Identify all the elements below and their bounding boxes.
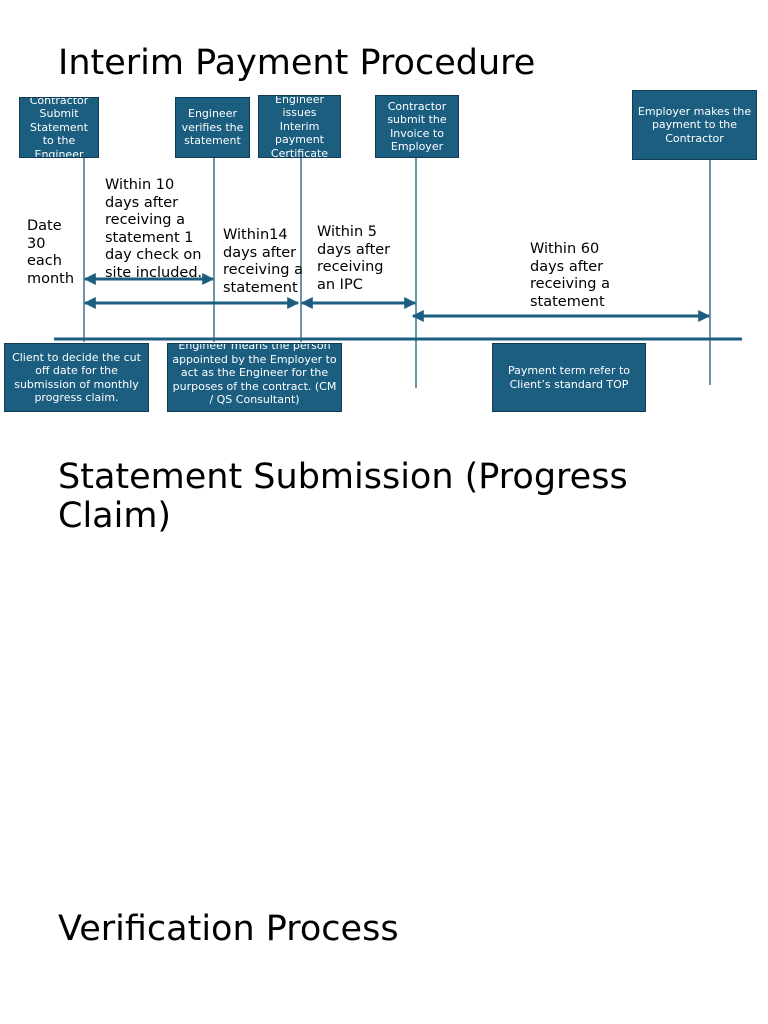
step-box-engineer-verifies: Engineer verifies the statement bbox=[175, 97, 250, 158]
step-box-employer-payment: Employer makes the payment to the Contra… bbox=[632, 90, 757, 160]
label-invoice-period: Within 5 days after receiving an IPC bbox=[317, 224, 391, 293]
step-box-submit-invoice: Contractor submit the Invoice to Employe… bbox=[375, 95, 459, 158]
note-text: Payment term refer to Client’s standard … bbox=[507, 364, 631, 391]
label-ipc-issue-period: Within14 days after receiving a statemen… bbox=[223, 227, 303, 296]
note-text: Engineer means the person appointed by t… bbox=[172, 343, 337, 406]
note-box-engineer-definition: Engineer means the person appointed by t… bbox=[167, 343, 342, 412]
page-title: Interim Payment Procedure bbox=[58, 43, 536, 83]
step-label: Contractor submit the Invoice to Employe… bbox=[387, 99, 447, 154]
label-engineer-check-period: Within 10 days after receiving a stateme… bbox=[105, 177, 203, 281]
section-title-statement-submission: Statement Submission (Progress Claim) bbox=[58, 457, 628, 536]
label-payment-period: Within 60 days after receiving a stateme… bbox=[530, 241, 610, 310]
step-box-engineer-issues-ipc: Engineer issues Interim payment Certific… bbox=[258, 95, 341, 158]
note-box-payment-term: Payment term refer to Client’s standard … bbox=[492, 343, 646, 412]
step-label: Employer makes the payment to the Contra… bbox=[637, 104, 752, 145]
step-label: Engineer verifies the statement bbox=[181, 107, 244, 148]
section-title-verification: Verification Process bbox=[58, 909, 399, 949]
note-box-cutoff: Client to decide the cut off date for th… bbox=[4, 343, 149, 412]
step-box-submit-statement: Contractor Submit Statement to the Engin… bbox=[19, 97, 99, 158]
label-cutoff-date: Date 30 each month bbox=[27, 218, 75, 287]
step-label: Contractor Submit Statement to the Engin… bbox=[29, 97, 89, 158]
step-label: Engineer issues Interim payment Certific… bbox=[270, 95, 329, 158]
note-text: Client to decide the cut off date for th… bbox=[12, 350, 141, 405]
